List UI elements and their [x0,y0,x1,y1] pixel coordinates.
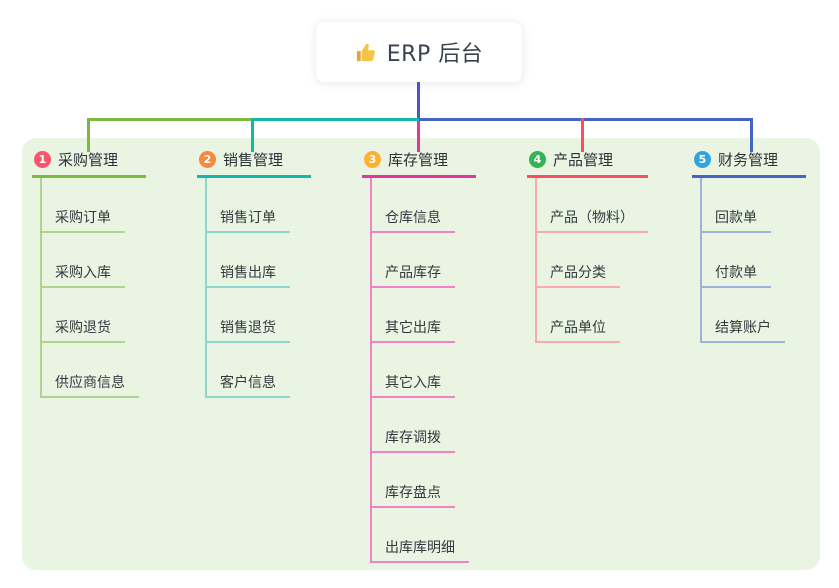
branch-number-badge: 5 [694,151,711,168]
branch-header[interactable]: 4 产品管理 [527,148,648,178]
branch-4: 4 产品管理 产品（物料）产品分类产品单位 [527,148,648,343]
branch-header[interactable]: 5 财务管理 [692,148,806,178]
child-node-2-4[interactable]: 客户信息 [207,343,290,398]
branch-header[interactable]: 3 库存管理 [362,148,476,178]
branch-label: 采购管理 [58,151,119,169]
root-title: ERP 后台 [386,42,484,67]
child-node-3-2[interactable]: 产品库存 [372,233,455,288]
branch-number-badge: 1 [34,151,51,168]
connector-h-branch5 [419,118,753,121]
branch-children: 销售订单销售出库销售退货客户信息 [205,178,311,398]
child-node-4-1[interactable]: 产品（物料） [537,178,648,233]
child-node-4-3[interactable]: 产品单位 [537,288,620,343]
connector-drop-branch4 [581,118,584,152]
child-node-1-4[interactable]: 供应商信息 [42,343,139,398]
child-node-3-1[interactable]: 仓库信息 [372,178,455,233]
branch-label: 库存管理 [388,151,449,169]
child-node-5-3[interactable]: 结算账户 [702,288,785,343]
child-node-2-2[interactable]: 销售出库 [207,233,290,288]
child-node-3-3[interactable]: 其它出库 [372,288,455,343]
branch-children: 采购订单采购入库采购退货供应商信息 [40,178,146,398]
child-node-2-1[interactable]: 销售订单 [207,178,290,233]
branch-number-badge: 2 [199,151,216,168]
branch-2: 2 销售管理 销售订单销售出库销售退货客户信息 [197,148,311,398]
branch-label: 销售管理 [223,151,284,169]
child-node-1-3[interactable]: 采购退货 [42,288,125,343]
branch-number-badge: 4 [529,151,546,168]
branch-header[interactable]: 2 销售管理 [197,148,311,178]
connector-drop-branch5 [750,118,753,152]
branch-label: 产品管理 [553,151,614,169]
connector-drop-branch1 [87,118,90,152]
branch-children: 产品（物料）产品分类产品单位 [535,178,648,343]
thumbs-up-icon [355,41,378,64]
connector-drop-branch3 [417,121,420,152]
connector-h-branch2 [251,118,419,121]
child-node-1-2[interactable]: 采购入库 [42,233,125,288]
connector-root-stub [417,82,420,119]
child-node-3-5[interactable]: 库存调拨 [372,398,455,453]
branch-children: 回款单付款单结算账户 [700,178,806,343]
child-node-3-6[interactable]: 库存盘点 [372,453,455,508]
branches-container [22,138,820,570]
root-node[interactable]: ERP 后台 [316,22,522,82]
child-node-1-1[interactable]: 采购订单 [42,178,125,233]
child-node-4-2[interactable]: 产品分类 [537,233,620,288]
branch-children: 仓库信息产品库存其它出库其它入库库存调拨库存盘点出库库明细 [370,178,476,563]
branch-3: 3 库存管理 仓库信息产品库存其它出库其它入库库存调拨库存盘点出库库明细 [362,148,476,563]
branch-number-badge: 3 [364,151,381,168]
child-node-5-1[interactable]: 回款单 [702,178,771,233]
child-node-2-3[interactable]: 销售退货 [207,288,290,343]
branch-label: 财务管理 [718,151,779,169]
branch-1: 1 采购管理 采购订单采购入库采购退货供应商信息 [32,148,146,398]
branch-5: 5 财务管理 回款单付款单结算账户 [692,148,806,343]
child-node-3-7[interactable]: 出库库明细 [372,508,469,563]
connector-drop-branch2 [251,118,254,152]
child-node-3-4[interactable]: 其它入库 [372,343,455,398]
connector-h-branch1 [87,118,253,121]
branch-header[interactable]: 1 采购管理 [32,148,146,178]
child-node-5-2[interactable]: 付款单 [702,233,771,288]
